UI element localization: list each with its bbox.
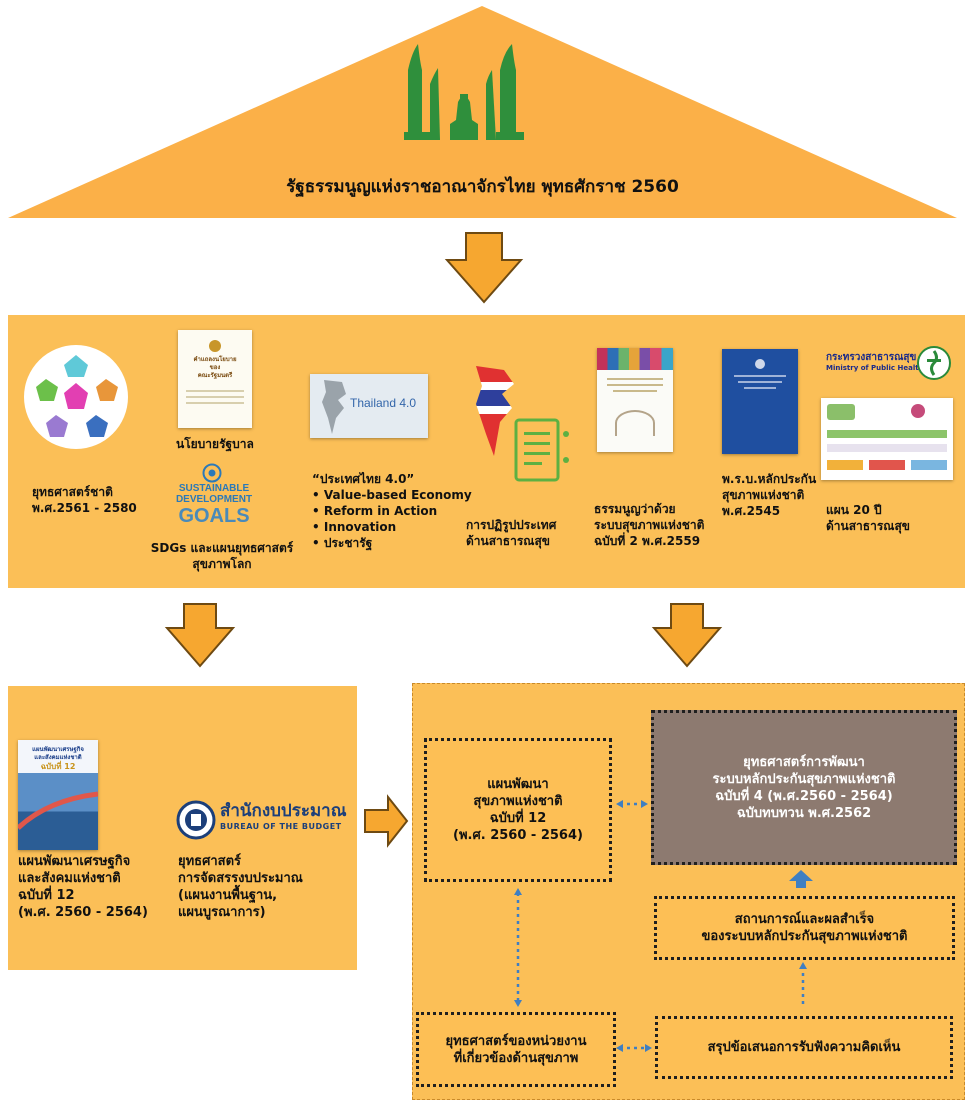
democracy-monument-icon (404, 44, 524, 140)
thailand-map-icon (322, 380, 346, 434)
right-arrow-icon (364, 794, 409, 848)
uhc-strategy-box: ยุทธศาสตร์การพัฒนา ระบบหลักประกันสุขภาพแ… (651, 710, 957, 865)
thailand-4-thumbnail: Thailand 4.0 (310, 374, 428, 438)
roof-triangle (8, 6, 957, 218)
down-arrow-right-icon (651, 603, 723, 668)
national-strategy-diagram (24, 345, 128, 449)
government-policy-document: คำแถลงนโยบาย ของ คณะรัฐมนตรี (178, 330, 252, 428)
health-plan-box: แผนพัฒนา สุขภาพแห่งชาติ ฉบับที่ 12 (พ.ศ.… (424, 738, 612, 882)
down-arrow-left-icon (164, 603, 236, 668)
situation-box: สถานการณ์และผลสำเร็จ ของระบบหลักประกันสุ… (654, 896, 955, 960)
policy-panel (8, 315, 965, 588)
health-charter-label: ธรรมนูญว่าด้วย ระบบสุขภาพแห่งชาติ ฉบับที… (594, 502, 705, 548)
roof-title: รัฐธรรมนูญแห่งราชอาณาจักรไทย พุทธศักราช … (286, 177, 679, 197)
up-arrow-icon (789, 870, 813, 888)
moph-title: กระทรวงสาธารณสุข Ministry of Public Heal… (826, 352, 924, 372)
health-charter-document (597, 348, 673, 452)
reform-map-document-icon (476, 366, 569, 482)
agency-strategy-box: ยุทธศาสตร์ของหน่วยงาน ที่เกี่ยวข้องด้านส… (416, 1012, 616, 1087)
moph-20-year-plan-thumbnail (821, 398, 953, 480)
un-emblem-icon (202, 463, 222, 483)
economic-plan-cover: แผนพัฒนาเศรษฐกิจ และสังคมแห่งชาติ ฉบับที… (18, 740, 98, 850)
act-emblem-icon (755, 359, 765, 369)
summary-box: สรุปข้อเสนอการรับฟังความคิดเห็น (655, 1016, 953, 1079)
moph-logo-icon (917, 346, 951, 380)
health-reform-label: การปฏิรูปประเทศ ด้านสาธารณสุข (466, 518, 557, 548)
moph-plan-label: แผน 20 ปี ด้านสาธารณสุข (826, 503, 910, 533)
plan-cover-swoosh-icon (18, 791, 98, 830)
sdg-logo: SUSTAINABLE DEVELOPMENT GOALS (175, 483, 253, 527)
garuda-emblem-icon (209, 340, 221, 352)
budget-bureau-logo: สำนักงบประมาณ BUREAU OF THE BUDGET (220, 801, 347, 831)
government-policy-label: นโยบายรัฐบาล (176, 437, 254, 451)
national-strategy-label: ยุทธศาสตร์ชาติ พ.ศ.2561 - 2580 (32, 485, 137, 515)
economic-plan-label: แผนพัฒนาเศรษฐกิจ และสังคมแห่งชาติ ฉบับที… (18, 854, 148, 920)
down-arrow-icon (444, 232, 524, 304)
health-act-document (722, 349, 798, 454)
thailand-4-label: “ประเทศไทย 4.0” • Value-based Economy • … (312, 472, 472, 550)
budget-strategy-label: ยุทธศาสตร์ การจัดสรรงบประมาณ (แผนงานพื้น… (178, 854, 303, 920)
budget-bureau-emblem-icon (176, 800, 216, 840)
sdg-label: SDGs และแผนยุทธศาสตร์ สุขภาพโลก (150, 541, 294, 571)
health-act-label: พ.ร.บ.หลักประกัน สุขภาพแห่งชาติ พ.ศ.2545 (722, 472, 817, 518)
